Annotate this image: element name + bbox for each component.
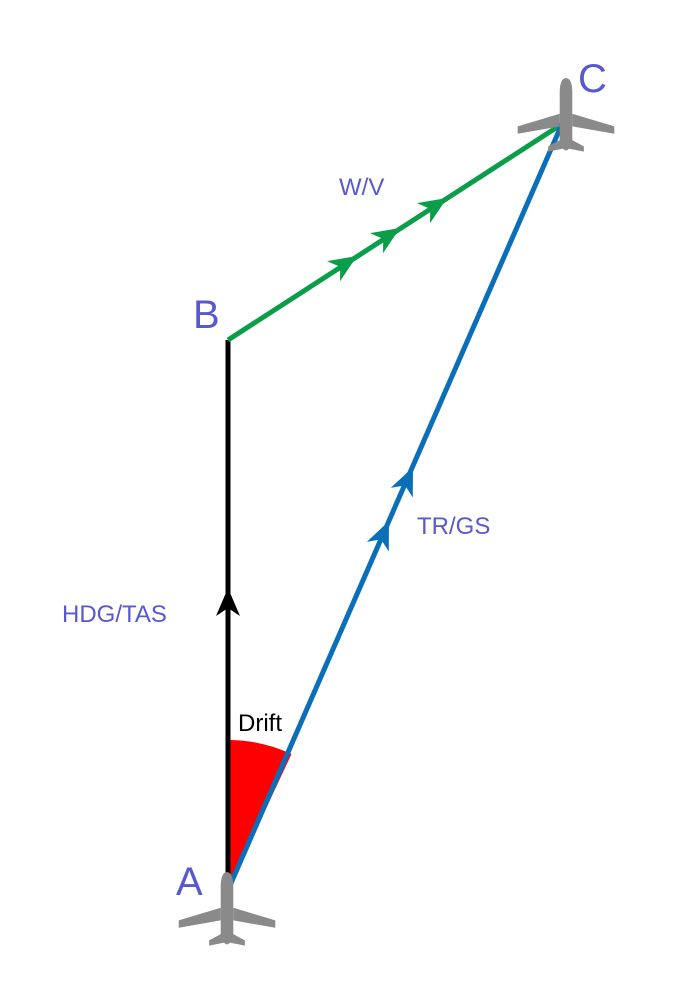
heading-arrowhead	[216, 588, 240, 616]
wind-arrowheads	[326, 198, 447, 282]
point-label-b: B	[193, 293, 220, 337]
track-vector-line	[225, 123, 565, 891]
point-label-a: A	[176, 860, 203, 904]
track-arrowhead-2	[390, 467, 413, 498]
wind-arrowhead-3	[416, 198, 447, 224]
airplane-icon	[178, 872, 276, 946]
heading-arrowheads	[216, 588, 240, 616]
drift-label: Drift	[238, 710, 282, 737]
wind-arrowhead-1	[326, 256, 357, 282]
wind-arrowhead-2	[369, 228, 400, 254]
heading-vector-label: HDG/TAS	[62, 601, 167, 628]
point-label-c: C	[578, 57, 607, 101]
track-arrowheads	[366, 467, 413, 552]
track-arrowhead-1	[366, 521, 389, 552]
wind-vector-label: W/V	[339, 174, 384, 201]
airplane-icon	[517, 78, 615, 152]
track-vector-label: TR/GS	[417, 513, 490, 540]
